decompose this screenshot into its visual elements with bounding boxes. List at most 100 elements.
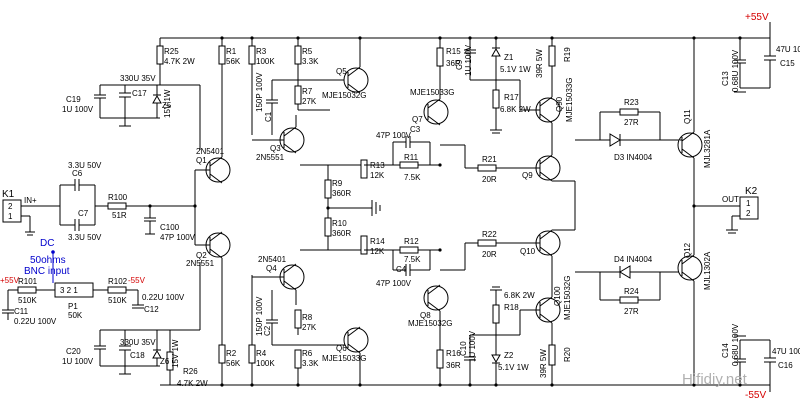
q7v-label: MJE15033G [410,88,454,97]
r25v-label: 4.7K 2W [164,57,195,66]
q1v-label: 2N5401 [196,147,225,156]
q6v-label: MJE15033G [322,354,366,363]
c1-label: C1 [264,111,273,122]
r11v-label: 7.5K [404,173,421,182]
r17v-label: 6.8K 2W [500,105,531,114]
r100v-label: 51R [112,211,127,220]
k2-connector [739,196,759,220]
r14v-label: 12K [370,247,385,256]
c100v-label: 47P 100V [160,233,196,242]
k2-label: K2 [745,186,758,197]
r10-label: R10 [332,219,347,228]
c7-ref: C7 [78,209,89,218]
pin2-label: 2 [746,209,751,218]
r12v-label: 7.5K [404,255,421,264]
r7v-label: 27K [302,97,317,106]
z2-zener [491,354,501,364]
c17v-label: 330U 35V [120,74,156,83]
r19-label: R19 [563,47,572,62]
c9v-label: 1U 100V [464,44,473,76]
q5v-label: MJE15032G [322,91,366,100]
d3-label: D3 IN4004 [614,153,653,162]
r102-label: R102 [108,277,128,286]
q2v-label: 2N5551 [186,259,215,268]
r101-label: R101 [18,277,38,286]
q3-label: Q3 [270,144,281,153]
r12-label: R12 [404,237,419,246]
c18-label: C18 [130,351,145,360]
r26v-label: 4.7K 2W [177,379,208,388]
p1_pins-label: 3 2 1 [60,286,78,295]
q3v-label: 2N5551 [256,153,285,162]
r8-label: R8 [302,313,313,322]
r4-label: R4 [256,349,267,358]
k1-in-label: IN+ [24,196,37,205]
c20v-label: 1U 100V [62,357,94,366]
c10v-label: 1U 100V [468,330,477,362]
r102v-label: 510K [108,296,127,305]
q5-label: Q5 [336,67,347,76]
k1-connector [2,199,22,223]
c15-label: C15 [780,59,795,68]
q6-label: Q6 [336,344,347,353]
z1v-label: 5.1V 1W [500,65,531,74]
c11v-label: 0.22U 100V [14,317,57,326]
c2-label: C2 [263,325,272,336]
c12v-label: 0.22U 100V [142,293,185,302]
c4v-label: 47P 100V [376,279,412,288]
r15-label: R15 [446,47,461,56]
q90v-label: MJE15033G [565,78,574,122]
c14v-label: 0.68U 100V [731,323,740,366]
c7-value: 3.3U 50V [68,233,102,242]
q11v-label: MJL3281A [703,129,712,168]
k1-label: K1 [2,189,15,200]
q12-label: Q12 [683,242,692,258]
z5v-label: 15V 1W [163,89,172,118]
rail-pos-label: +55V [745,12,769,23]
line3-label: BNC input [24,266,70,277]
r23v-label: 27R [624,118,639,127]
r21-label: R21 [482,155,497,164]
c6-value: 3.3U 50V [68,161,102,170]
q2-label: Q2 [196,251,207,260]
r25-label: R25 [164,47,179,56]
r21v-label: 20R [482,175,497,184]
r3v-label: 100K [256,57,275,66]
r1-label: R1 [226,47,237,56]
r25-resistor [156,45,164,65]
r100-label: R100 [108,193,128,202]
r11-label: R11 [404,153,419,162]
q8-label: Q8 [420,311,431,320]
r14-label: R14 [370,237,385,246]
z2v-label: 5.1V 1W [498,363,529,372]
pos_left-label: +55V [0,276,20,285]
r16-label: R16 [446,349,461,358]
d4-diode [619,265,631,279]
r10v-label: 360R [332,229,351,238]
c9-label: C9 [455,59,464,70]
c2v-label: 150P 100V [255,296,264,336]
r3-label: R3 [256,47,267,56]
r4v-label: 100K [256,359,275,368]
c19v-label: 1U 100V [62,105,94,114]
q4v-label: 2N5401 [258,255,287,264]
q100v-label: MJE15032G [563,276,572,320]
k2-out-label: OUT [722,195,739,204]
q1-label: Q1 [196,156,207,165]
r24v-label: 27R [624,307,639,316]
r101v-label: 510K [18,296,37,305]
c19-label: C19 [66,95,81,104]
r2v-label: 56K [226,359,241,368]
c15v-label: 47U 100V [776,45,800,54]
z1-label: Z1 [504,53,514,62]
r24-label: R24 [624,287,639,296]
r20v-label: 39R 5W [539,349,548,378]
r20-label: R20 [563,347,572,362]
pin1-label: 1 [746,199,751,208]
q8v-label: MJE15032G [408,319,452,328]
r16v-label: 36R [446,361,461,370]
r5-label: R5 [302,47,313,56]
q9-label: Q9 [522,171,533,180]
c3-label: C3 [410,125,421,134]
